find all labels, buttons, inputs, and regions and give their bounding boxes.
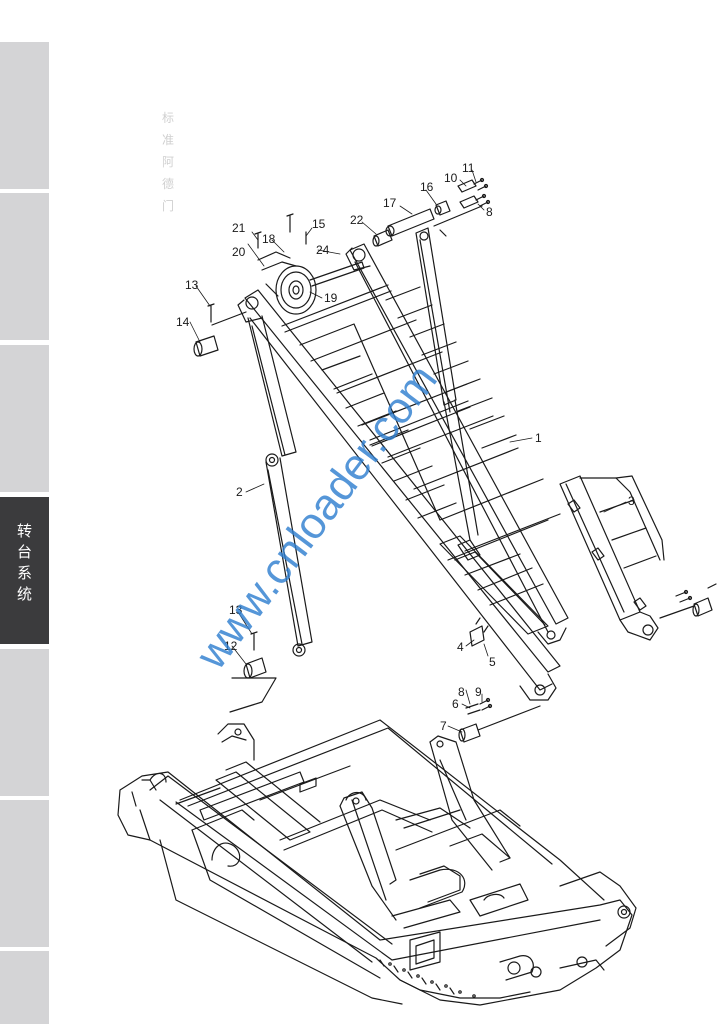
bracket-4-5 xyxy=(469,617,489,647)
callout-2: 2 xyxy=(236,485,243,499)
side-tab-5[interactable] xyxy=(0,649,49,799)
tab-char-2: 台 xyxy=(16,543,32,561)
callout-19: 19 xyxy=(324,291,338,305)
callout-20: 20 xyxy=(232,245,246,259)
side-tab-label: 转 台 系 统 xyxy=(0,521,49,605)
side-tab-6[interactable] xyxy=(0,800,49,950)
callout-17: 17 xyxy=(383,196,397,210)
pin-right-side xyxy=(659,583,717,619)
side-step-assembly xyxy=(559,475,665,641)
ghost-text-4: 德 xyxy=(162,176,174,191)
callout-21: 21 xyxy=(232,221,246,235)
side-tab-2[interactable] xyxy=(0,193,49,343)
callout-7: 7 xyxy=(440,719,447,733)
callout-8-bottom: 8 xyxy=(458,685,465,699)
callout-leaders xyxy=(189,169,627,733)
callout-10: 10 xyxy=(444,171,458,185)
callout-13-bottom: 13 xyxy=(229,603,243,617)
callout-12: 12 xyxy=(224,639,238,653)
callout-8-top: 8 xyxy=(486,205,493,219)
bolt-set-top xyxy=(457,177,491,209)
ghost-text-2: 准 xyxy=(162,133,174,147)
pin-upper-left xyxy=(193,303,247,357)
tab-char-4: 统 xyxy=(16,585,32,603)
ghost-text-5: 门 xyxy=(162,198,174,213)
link-arm xyxy=(247,315,313,657)
turntable-frame xyxy=(117,719,637,1006)
side-tab-strip: 转 台 系 统 xyxy=(0,0,50,1027)
callout-labels: 1 2 3 4 5 6 7 8 8 9 10 11 12 13 13 14 15… xyxy=(176,161,635,733)
callout-13-top: 13 xyxy=(185,278,199,292)
side-tab-1[interactable] xyxy=(0,42,49,192)
callout-24: 24 xyxy=(316,243,330,257)
pulley-assembly xyxy=(257,251,365,315)
callout-15: 15 xyxy=(312,217,326,231)
side-tab-3[interactable] xyxy=(0,345,49,495)
ghost-text-1: 标 xyxy=(162,111,174,125)
side-tab-turntable-system[interactable]: 转 台 系 统 xyxy=(0,497,49,647)
callout-11: 11 xyxy=(462,161,475,175)
callout-1: 1 xyxy=(535,431,542,445)
callout-18: 18 xyxy=(262,232,276,246)
top-pin-parts xyxy=(372,200,483,247)
callout-9: 9 xyxy=(475,685,482,699)
callout-4: 4 xyxy=(457,640,464,654)
callout-16: 16 xyxy=(420,180,434,194)
pin-lower-left xyxy=(229,631,277,713)
ghost-text-3: 阿 xyxy=(162,155,174,169)
callout-3: 3 xyxy=(628,494,635,508)
callout-22: 22 xyxy=(350,213,364,227)
tab-char-3: 系 xyxy=(16,564,32,582)
small-bolts-top xyxy=(254,213,307,249)
callout-14: 14 xyxy=(176,315,190,329)
side-tab-7[interactable] xyxy=(0,951,49,1027)
tab-char-1: 转 xyxy=(16,522,32,540)
ladder-assembly xyxy=(237,227,569,701)
callout-5: 5 xyxy=(489,655,496,669)
callout-6: 6 xyxy=(452,697,459,711)
pin-lower-right xyxy=(458,697,541,743)
